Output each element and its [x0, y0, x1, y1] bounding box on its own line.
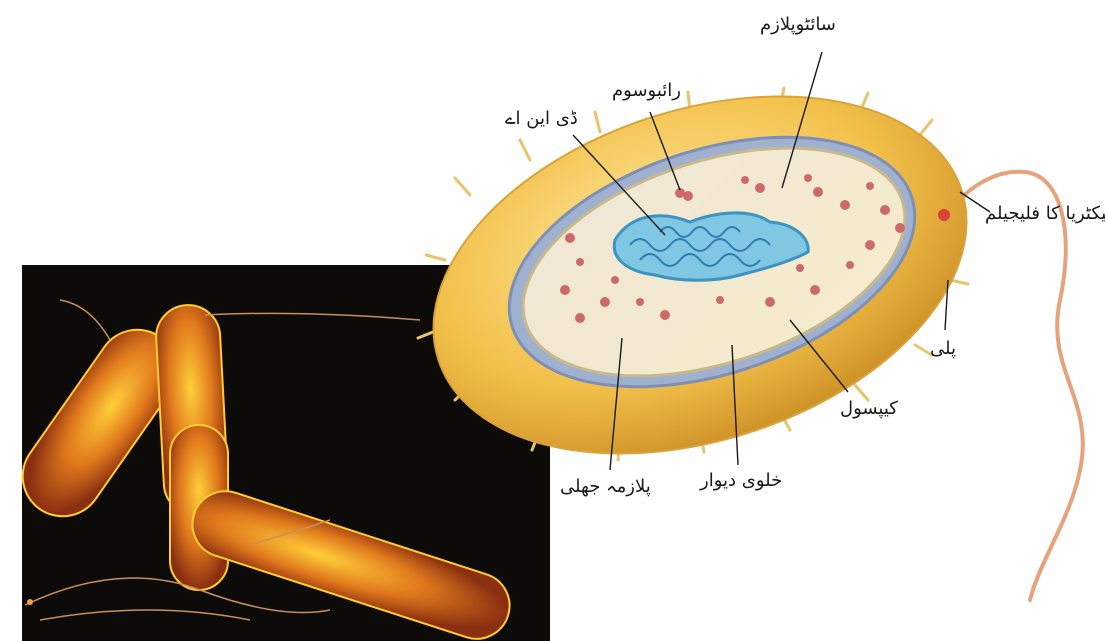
label-cytoplasm: سائٹوپلازم — [760, 16, 836, 34]
label-pili: پلی — [930, 340, 956, 358]
label-dna: ڈی این اے — [505, 110, 578, 128]
label-cell-wall: خلوی دیوار — [700, 472, 782, 490]
flagellum-base — [938, 209, 950, 221]
label-ribosome: رائبوسوم — [612, 82, 681, 100]
label-plasma-membrane: پلازمہ جھلی — [560, 478, 651, 496]
label-capsule: کیپسول — [840, 400, 898, 418]
label-flagellum: بیکٹریا کا فلیجیلم — [985, 205, 1105, 223]
